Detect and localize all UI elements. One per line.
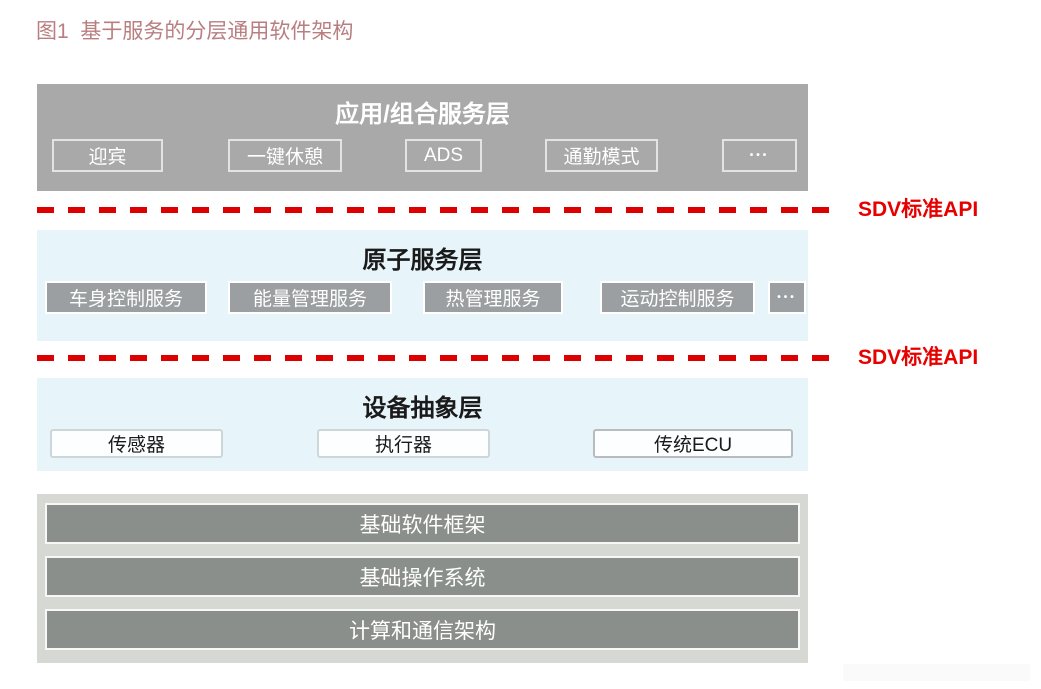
device-chip-sensor: 传感器 <box>50 429 223 458</box>
atomic-chip-more: ••• <box>768 281 806 314</box>
layer-application-title: 应用/组合服务层 <box>335 101 510 128</box>
ellipsis-icon: ••• <box>749 150 770 161</box>
layer-device-title: 设备抽象层 <box>362 395 483 422</box>
foundation-bar-operating-system: 基础操作系统 <box>45 556 800 597</box>
faint-footer-strip <box>843 664 1030 681</box>
app-chip-ads: ADS <box>405 139 482 172</box>
layer-device-abstraction: 设备抽象层 传感器 执行器 传统ECU <box>37 378 808 471</box>
app-chip-one-key-rest: 一键休憩 <box>228 139 342 172</box>
atomic-chip-body-control: 车身控制服务 <box>45 281 207 314</box>
app-chip-more: ••• <box>722 139 797 172</box>
device-chip-actuator: 执行器 <box>317 429 490 458</box>
layer-atomic-title: 原子服务层 <box>362 247 483 274</box>
sdv-api-dashed-line-bottom <box>37 355 843 361</box>
layer-application-services: 应用/组合服务层 迎宾 一键休憩 ADS 通勤模式 ••• <box>37 84 808 191</box>
sdv-api-dashed-line-top <box>37 207 843 213</box>
sdv-api-label-top: SDV标准API <box>858 198 979 221</box>
layer-atomic-services: 原子服务层 车身控制服务 能量管理服务 热管理服务 运动控制服务 ••• <box>37 230 808 341</box>
ellipsis-icon: ••• <box>777 292 797 303</box>
app-chip-commute-mode: 通勤模式 <box>545 139 658 172</box>
sdv-api-label-bottom: SDV标准API <box>858 346 979 369</box>
app-chip-welcome: 迎宾 <box>52 139 163 172</box>
foundation-bar-software-framework: 基础软件框架 <box>45 503 800 544</box>
atomic-chip-thermal-mgmt: 热管理服务 <box>423 281 563 314</box>
figure-caption: 图1 基于服务的分层通用软件架构 <box>36 20 354 43</box>
foundation-bar-compute-comm-arch: 计算和通信架构 <box>45 609 800 650</box>
atomic-chip-motion-control: 运动控制服务 <box>600 281 755 314</box>
layer-foundation-stack: 基础软件框架 基础操作系统 计算和通信架构 <box>37 494 808 663</box>
device-chip-legacy-ecu: 传统ECU <box>593 429 793 458</box>
atomic-chip-energy-mgmt: 能量管理服务 <box>228 281 392 314</box>
